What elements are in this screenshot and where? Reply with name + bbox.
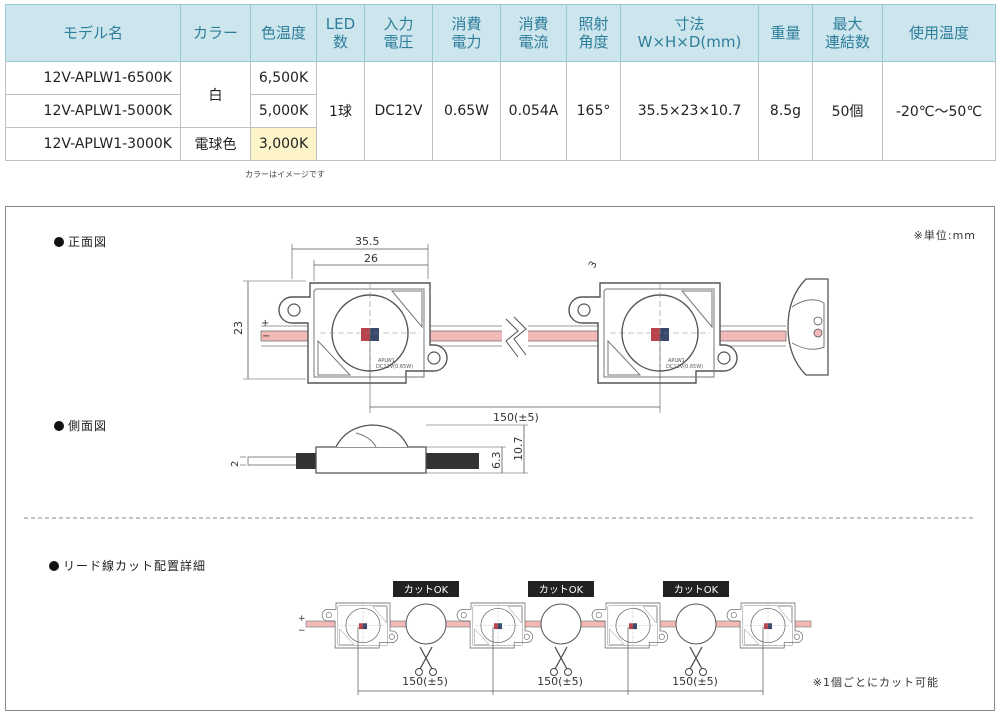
svg-text:+: + [298, 614, 306, 624]
svg-text:DC12V(0.65W): DC12V(0.65W) [376, 364, 413, 370]
side-view-label: 側面図 [54, 417, 107, 434]
svg-text:カットOK: カットOK [404, 584, 449, 596]
color-cell: 白 [180, 61, 251, 128]
cut-detail-label: リード線カット配置詳細 [49, 557, 206, 574]
front-view-label: 正面図 [54, 233, 107, 250]
svg-text:10.7: 10.7 [512, 437, 525, 462]
svg-text:APLW1: APLW1 [668, 358, 685, 364]
technical-drawing: APLW1 DC12V(0.65W) APLW1 DC12V(0.65W) + … [24, 235, 974, 695]
scissors-icon [419, 646, 433, 670]
scissors-icon [689, 646, 703, 670]
temp-cell: 6,500K [250, 61, 317, 95]
svg-text:35.5: 35.5 [355, 235, 380, 248]
column-header: 照射角度 [566, 4, 621, 62]
bullet-icon [54, 421, 64, 431]
voltage-cell: DC12V [364, 61, 433, 161]
svg-text:6.3: 6.3 [490, 452, 503, 470]
temp-cell: 3,000K [250, 127, 317, 161]
column-header: 消費電力 [432, 4, 501, 62]
side-view-drawing: 6.3 10.7 2 [230, 424, 528, 474]
temp-cell: 5,000K [250, 94, 317, 128]
cut-detail-drawing: + − カットOK カットOK [298, 581, 812, 695]
color-cell: 電球色 [180, 127, 251, 161]
current-cell: 0.054A [500, 61, 567, 161]
drawing-panel: 正面図 側面図 リード線カット配置詳細 ※単位:mm ※1個ごとにカット可能 [5, 206, 995, 711]
table-row: 12V-APLW1-6500K 白 6,500K 1球 DC12V 0.65W … [5, 61, 996, 161]
svg-text:−: − [298, 626, 306, 636]
svg-text:2: 2 [230, 461, 241, 467]
svg-text:3: 3 [587, 259, 600, 270]
svg-text:26: 26 [364, 252, 378, 265]
column-header: モデル名 [5, 4, 181, 62]
cut-point-3: カットOK [663, 581, 729, 676]
cut-point-2: カットOK [528, 581, 594, 676]
bullet-icon [49, 561, 59, 571]
power-cell: 0.65W [432, 61, 501, 161]
column-header: カラー [180, 4, 251, 62]
size-cell: 35.5×23×10.7 [620, 61, 759, 161]
model-cell: 12V-APLW1-5000K [5, 94, 181, 128]
column-header: 消費電流 [500, 4, 567, 62]
table-row: 12V-APLW1-3000K 電球色 3,000K [5, 127, 996, 161]
column-header: 色温度 [250, 4, 317, 62]
led-count-cell: 1球 [316, 61, 365, 161]
svg-text:+: + [261, 318, 269, 329]
svg-text:150(±5): 150(±5) [672, 675, 718, 688]
column-header: 最大連結数 [812, 4, 883, 62]
svg-text:−: − [262, 331, 270, 342]
svg-text:カットOK: カットOK [539, 584, 584, 596]
svg-text:DC12V(0.65W): DC12V(0.65W) [666, 364, 703, 370]
column-header: 使用温度 [882, 4, 996, 62]
scissors-icon [554, 646, 568, 670]
max-links-cell: 50個 [812, 61, 883, 161]
angle-cell: 165° [566, 61, 621, 161]
svg-text:カットOK: カットOK [674, 584, 719, 596]
model-cell: 12V-APLW1-3000K [5, 127, 181, 161]
unit-note: ※単位:mm [913, 229, 976, 242]
connector-end-view [787, 278, 829, 376]
column-header: 入力電圧 [364, 4, 433, 62]
svg-text:150(±5): 150(±5) [493, 411, 539, 424]
operating-temp-cell: -20℃～50℃ [882, 61, 996, 161]
bullet-icon [54, 237, 64, 247]
weight-cell: 8.5g [758, 61, 813, 161]
svg-text:APLW1: APLW1 [378, 358, 395, 364]
cut-point-1: カットOK [393, 581, 459, 676]
column-header: 重量 [758, 4, 813, 62]
svg-text:150(±5): 150(±5) [402, 675, 448, 688]
svg-text:23: 23 [232, 321, 245, 335]
color-image-note: カラーはイメージです [245, 170, 325, 179]
front-view-drawing: APLW1 DC12V(0.65W) APLW1 DC12V(0.65W) + … [232, 235, 829, 424]
svg-text:150(±5): 150(±5) [537, 675, 583, 688]
cut-note: ※1個ごとにカット可能 [812, 676, 939, 689]
model-cell: 12V-APLW1-6500K [5, 61, 181, 95]
table-row: 12V-APLW1-5000K 5,000K [5, 94, 996, 128]
